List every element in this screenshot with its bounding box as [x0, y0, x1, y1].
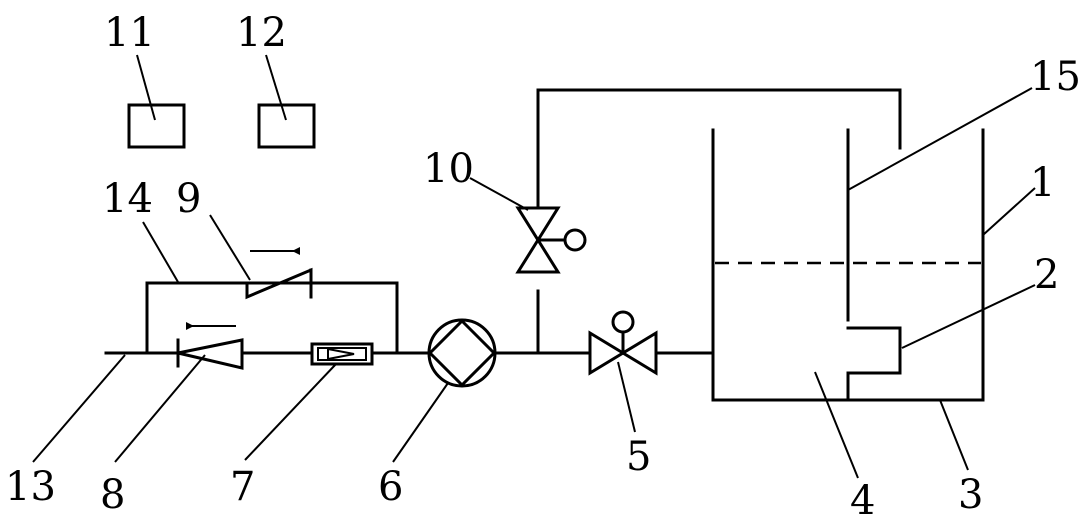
- bypass-pipe-return: [309, 281, 399, 355]
- label-9: 9: [176, 176, 201, 222]
- bypass-pipe: [145, 281, 249, 355]
- upper-pipe-top: [536, 88, 902, 210]
- label-12: 12: [236, 10, 287, 56]
- label-4: 4: [850, 478, 875, 523]
- box-11: [127, 103, 186, 149]
- label-6: 6: [378, 464, 403, 510]
- leader-13: [32, 354, 126, 463]
- valve-5: [588, 310, 658, 376]
- check-valve-9: [245, 247, 313, 300]
- check-valve-8: [176, 322, 244, 370]
- label-11: 11: [104, 10, 155, 56]
- label-1: 1: [1030, 160, 1055, 206]
- leader-11: [136, 54, 156, 121]
- label-2: 2: [1034, 252, 1059, 298]
- leader-4: [814, 371, 859, 479]
- leader-3: [939, 399, 969, 471]
- label-8: 8: [100, 472, 125, 518]
- tank: [711, 128, 985, 402]
- leader-2: [901, 284, 1036, 349]
- leader-12: [265, 54, 287, 121]
- valve-10: [515, 206, 587, 274]
- leader-1: [982, 187, 1036, 236]
- leader-6: [392, 382, 449, 463]
- label-15: 15: [1030, 54, 1081, 100]
- leader-14: [142, 221, 179, 283]
- pump-6: [427, 318, 497, 388]
- leader-9: [209, 214, 251, 281]
- leader-10: [469, 177, 529, 211]
- label-13: 13: [5, 464, 56, 510]
- flow-meter-7: [310, 342, 374, 366]
- leader-15: [847, 87, 1033, 191]
- box-12: [257, 103, 316, 149]
- label-14: 14: [102, 176, 153, 222]
- label-10: 10: [423, 146, 474, 192]
- leader-8: [114, 354, 206, 463]
- label-5: 5: [626, 434, 651, 480]
- leader-7: [244, 363, 337, 461]
- label-7: 7: [230, 464, 255, 510]
- leader-5: [617, 361, 636, 433]
- label-3: 3: [958, 472, 983, 518]
